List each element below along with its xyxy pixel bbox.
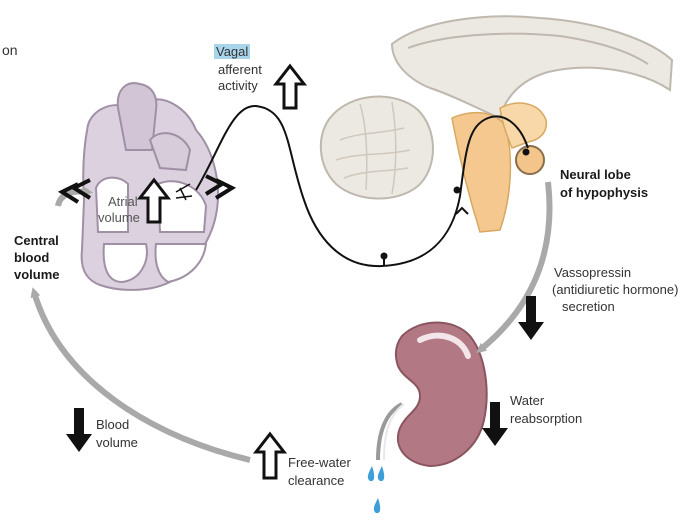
kidney-illustration — [368, 323, 487, 514]
ventricle-right — [156, 244, 207, 282]
water-line: Water — [510, 392, 582, 410]
corner-text-fragment: on — [2, 42, 18, 58]
vagal-label: Vagal — [214, 44, 250, 60]
blood-line: Blood — [96, 416, 138, 434]
neural-lobe-label: Neural lobe of hypophysis — [560, 166, 648, 202]
blood-line: blood — [14, 249, 60, 266]
volume-line: volume — [98, 210, 140, 226]
central-line: Central — [14, 232, 60, 249]
synapse-terminal — [523, 149, 530, 156]
volume-line: volume — [96, 434, 138, 452]
synapse-terminal — [454, 187, 461, 194]
water-drop — [378, 466, 384, 481]
free-water-clearance-label: Free-water clearance — [288, 454, 351, 490]
afferent-activity-label: afferent activity — [218, 62, 262, 94]
cerebellum — [321, 97, 433, 199]
hypophysis-line: of hypophysis — [560, 184, 648, 202]
cycle-arrow-to-heart — [34, 292, 250, 460]
water-drop — [368, 466, 374, 481]
antidiuretic-line: (antidiuretic hormone) — [552, 281, 678, 298]
neural-lobe-hypophysis — [516, 146, 544, 174]
neural-lobe-line: Neural lobe — [560, 166, 648, 184]
blood-volume-label: Blood volume — [96, 416, 138, 452]
volume-line: volume — [14, 266, 60, 283]
atrial-line: Atrial — [108, 194, 140, 210]
vagal-text: Vagal — [214, 44, 250, 59]
afferent-line: afferent — [218, 62, 262, 78]
increase-arrow-icon — [256, 434, 284, 478]
brainstem — [452, 113, 510, 232]
decrease-arrow-icon — [66, 408, 92, 452]
reabsorption-line: reabsorption — [510, 410, 582, 428]
free-water-line: Free-water — [288, 454, 351, 472]
atrial-volume-label: Atrial volume — [98, 194, 140, 226]
water-drop — [374, 498, 380, 513]
activity-line: activity — [218, 78, 262, 94]
secretion-line: secretion — [562, 298, 678, 315]
synapse-terminal — [381, 253, 388, 260]
vasopressin-line: Vassopressin — [554, 264, 678, 281]
cerebrum — [392, 16, 672, 118]
vasopressin-label: Vassopressin (antidiuretic hormone) secr… — [552, 264, 678, 315]
central-blood-volume-label: Central blood volume — [14, 232, 60, 283]
kidney-body — [396, 323, 487, 467]
increase-arrow-icon — [276, 66, 304, 108]
clearance-line: clearance — [288, 472, 351, 490]
water-reabsorption-label: Water reabsorption — [510, 392, 582, 428]
